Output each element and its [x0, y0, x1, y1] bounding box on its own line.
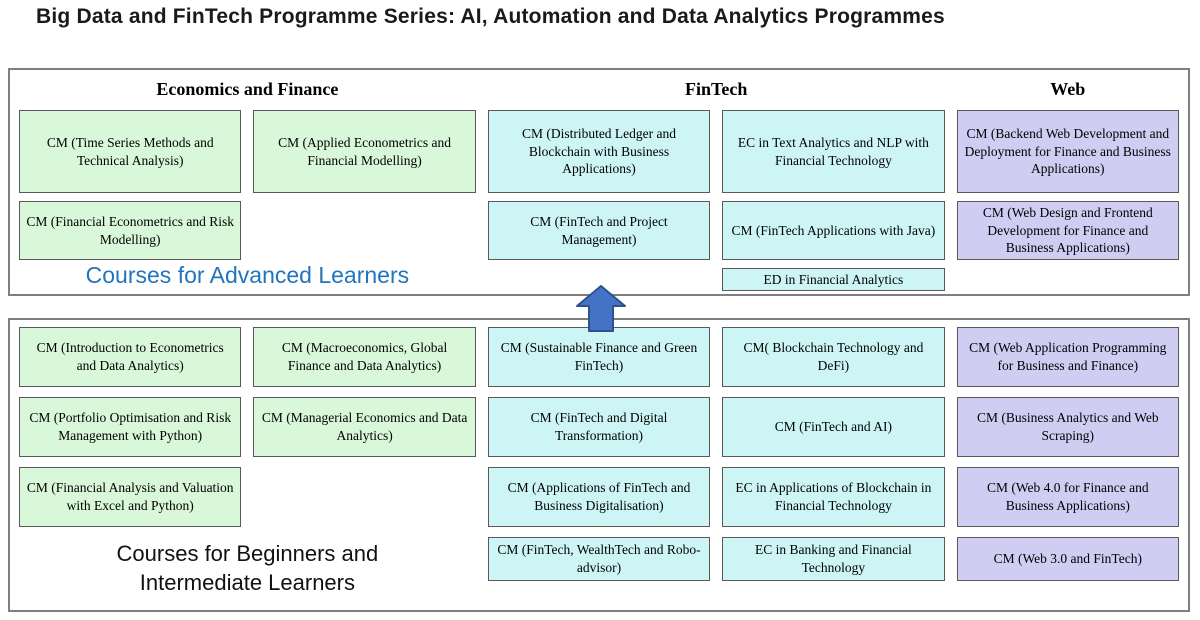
beginner-caption-text: Courses for Beginners and Intermediate L… — [116, 541, 379, 595]
course-box: CM (FinTech and Project Management) — [487, 201, 711, 260]
column-header-fintech: FinTech — [685, 79, 748, 99]
beginner-caption: Courses for Beginners and Intermediate L… — [19, 537, 476, 605]
course-box: EC in Banking and Financial Technology — [722, 537, 945, 581]
course-box: CM (FinTech and Digital Transformation) — [487, 397, 711, 457]
column-header-economics-finance: Economics and Finance — [156, 79, 339, 99]
course-box: CM (Web 3.0 and FinTech) — [956, 537, 1179, 581]
course-box: CM (FinTech, WealthTech and Robo-advisor… — [487, 537, 711, 581]
course-box: EC in Applications of Blockchain in Fina… — [722, 467, 945, 527]
course-box: CM (Sustainable Finance and Green FinTec… — [487, 327, 711, 387]
course-box: CM (Portfolio Optimisation and Risk Mana… — [19, 397, 242, 457]
course-box: CM (FinTech Applications with Java) — [722, 201, 945, 260]
course-box: CM (FinTech and AI) — [722, 397, 945, 457]
column-header-web: Web — [1050, 79, 1086, 99]
course-box: CM (Macroeconomics, Global Finance and D… — [253, 327, 476, 387]
advanced-caption: Courses for Advanced Learners — [85, 262, 410, 288]
course-box: CM (Time Series Methods and Technical An… — [19, 110, 242, 193]
course-box: CM (Managerial Economics and Data Analyt… — [253, 397, 476, 457]
course-box: CM (Web 4.0 for Finance and Business App… — [956, 467, 1179, 527]
course-box: CM (Backend Web Development and Deployme… — [956, 110, 1179, 193]
course-box: EC in Text Analytics and NLP with Financ… — [722, 110, 945, 193]
beginner-courses-section: CM (Introduction to Econometrics and Dat… — [8, 318, 1190, 612]
course-box: CM (Web Design and Frontend Development … — [956, 201, 1179, 260]
course-box: CM( Blockchain Technology and DeFi) — [722, 327, 945, 387]
course-box: ED in Financial Analytics — [722, 268, 945, 291]
page-title: Big Data and FinTech Programme Series: A… — [36, 5, 945, 28]
course-box: CM (Web Application Programming for Busi… — [956, 327, 1179, 387]
advanced-courses-section: Economics and Finance FinTech Web CM (Ti… — [8, 68, 1190, 296]
course-box: CM (Applied Econometrics and Financial M… — [253, 110, 476, 193]
course-box: CM (Introduction to Econometrics and Dat… — [19, 327, 242, 387]
course-box: CM (Business Analytics and Web Scraping) — [956, 397, 1179, 457]
course-box: CM (Financial Econometrics and Risk Mode… — [19, 201, 242, 260]
course-box: CM (Distributed Ledger and Blockchain wi… — [487, 110, 711, 193]
course-box: CM (Financial Analysis and Valuation wit… — [19, 467, 242, 527]
course-box: CM (Applications of FinTech and Business… — [487, 467, 711, 527]
up-arrow-icon — [576, 285, 626, 332]
